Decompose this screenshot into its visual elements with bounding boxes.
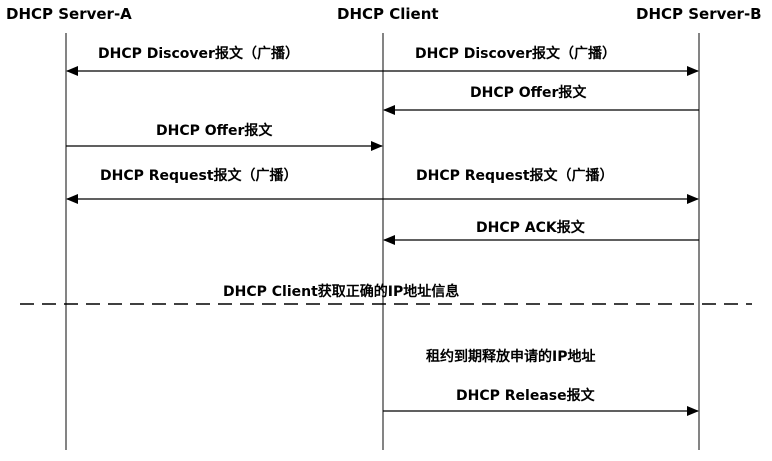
- label-discover-left: DHCP Discover报文（广播）: [98, 46, 299, 62]
- label-offer-b: DHCP Offer报文: [470, 85, 587, 101]
- participant-client: DHCP Client: [337, 5, 439, 23]
- label-offer-a: DHCP Offer报文: [156, 123, 273, 139]
- participant-server-a: DHCP Server-A: [6, 5, 132, 23]
- label-discover-right: DHCP Discover报文（广播）: [415, 46, 616, 62]
- label-lease-note: 租约到期释放申请的IP地址: [426, 349, 596, 365]
- label-request-right: DHCP Request报文（广播）: [416, 168, 614, 184]
- label-release: DHCP Release报文: [456, 388, 595, 404]
- label-ack-b: DHCP ACK报文: [476, 220, 585, 236]
- participant-server-b: DHCP Server-B: [636, 5, 762, 23]
- label-client-info: DHCP Client获取正确的IP地址信息: [223, 284, 460, 300]
- label-request-left: DHCP Request报文（广播）: [100, 168, 298, 184]
